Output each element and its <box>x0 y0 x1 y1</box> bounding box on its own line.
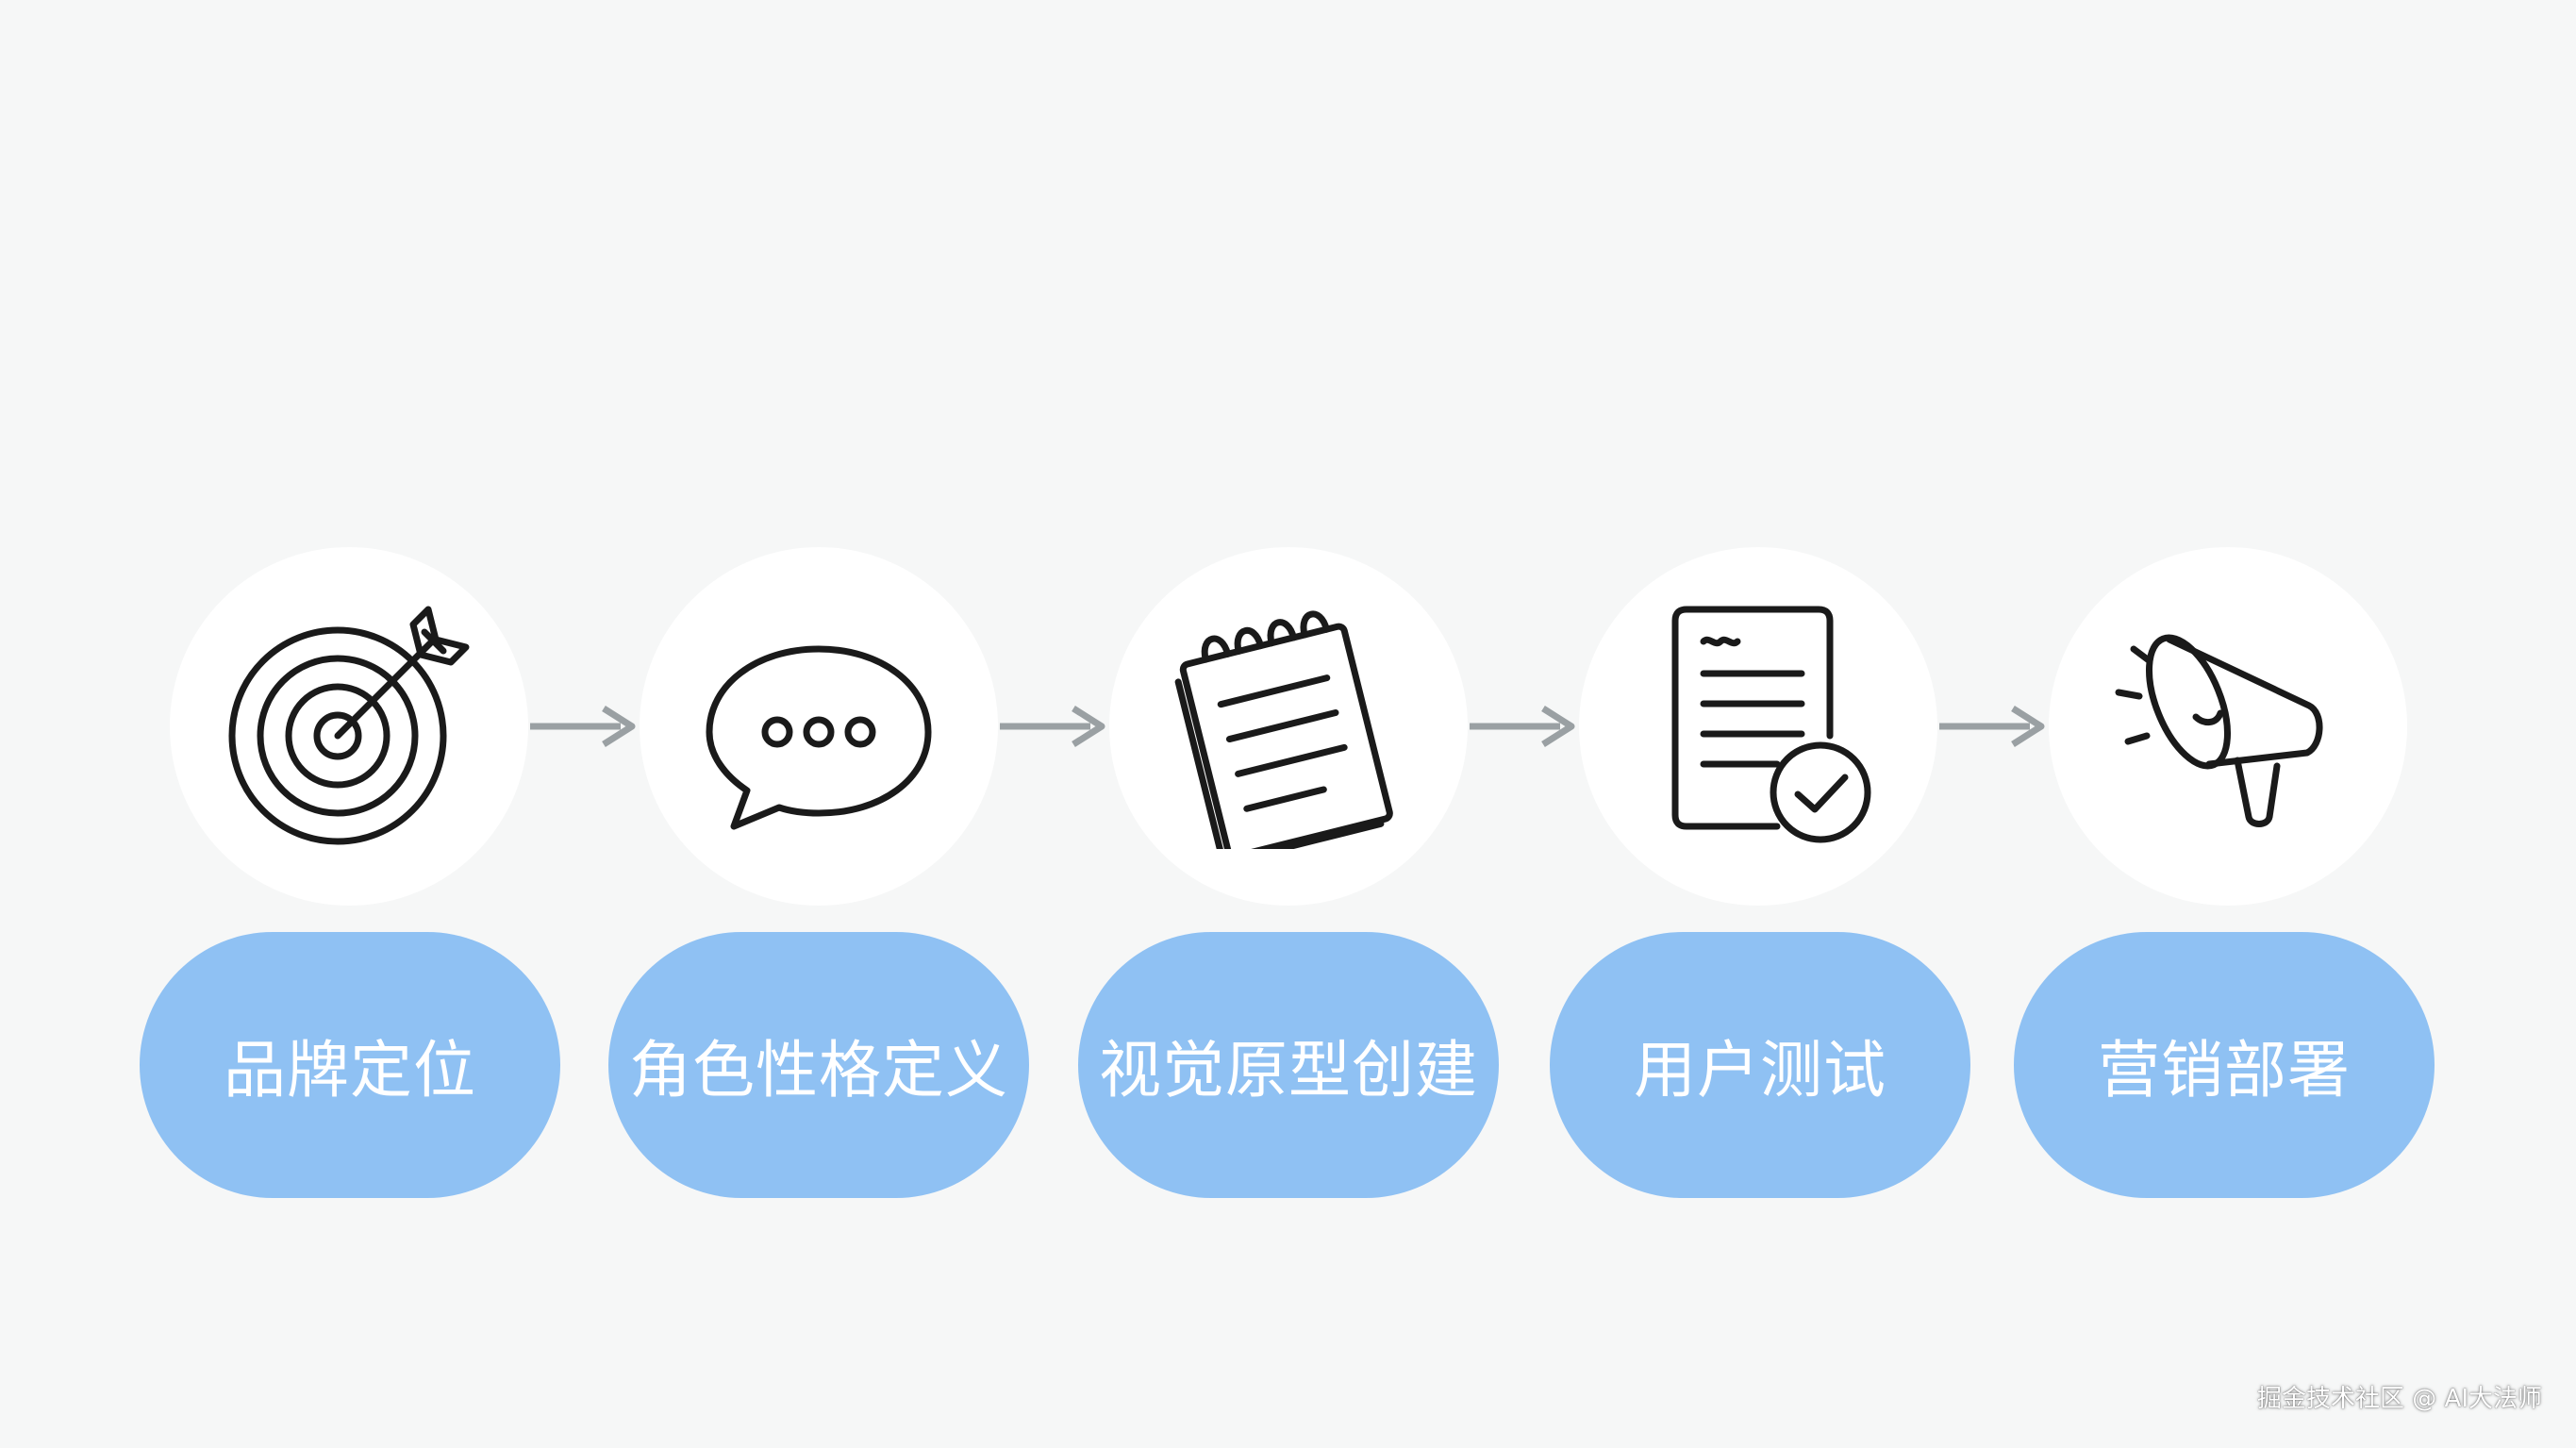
step-4-label: 用户测试 <box>1634 1034 1886 1107</box>
step-5-icon-circle <box>2049 547 2407 906</box>
step-1-label: 品牌定位 <box>224 1034 476 1107</box>
flow-arrow-3 <box>1470 706 1575 747</box>
step-2-icon-circle <box>640 547 998 906</box>
step-1-pill: 品牌定位 <box>140 932 560 1198</box>
step-2-label: 角色性格定义 <box>629 1034 1008 1107</box>
step-3-pill: 视觉原型创建 <box>1078 932 1499 1198</box>
step-1-icon-circle <box>170 547 528 906</box>
flow-arrow-4 <box>1939 706 2045 747</box>
document-check-icon <box>1671 606 1871 843</box>
flow-arrow-2 <box>1000 706 1105 747</box>
step-5-label: 营销部署 <box>2098 1034 2351 1107</box>
step-3-label: 视觉原型创建 <box>1099 1034 1478 1107</box>
target-arrow-icon <box>228 606 470 845</box>
step-4-icon-circle <box>1579 547 1937 906</box>
step-2-pill: 角色性格定义 <box>608 932 1029 1198</box>
speech-bubble-icon <box>706 645 932 830</box>
flow-arrow-1 <box>530 706 636 747</box>
megaphone-icon <box>2115 634 2323 827</box>
step-3-icon-circle <box>1109 547 1468 906</box>
watermark-text: 掘金技术社区 @ AI大法师 <box>2257 1385 2542 1413</box>
notepad-icon <box>1174 610 1393 849</box>
step-4-pill: 用户测试 <box>1550 932 1970 1198</box>
step-5-pill: 营销部署 <box>2014 932 2435 1198</box>
